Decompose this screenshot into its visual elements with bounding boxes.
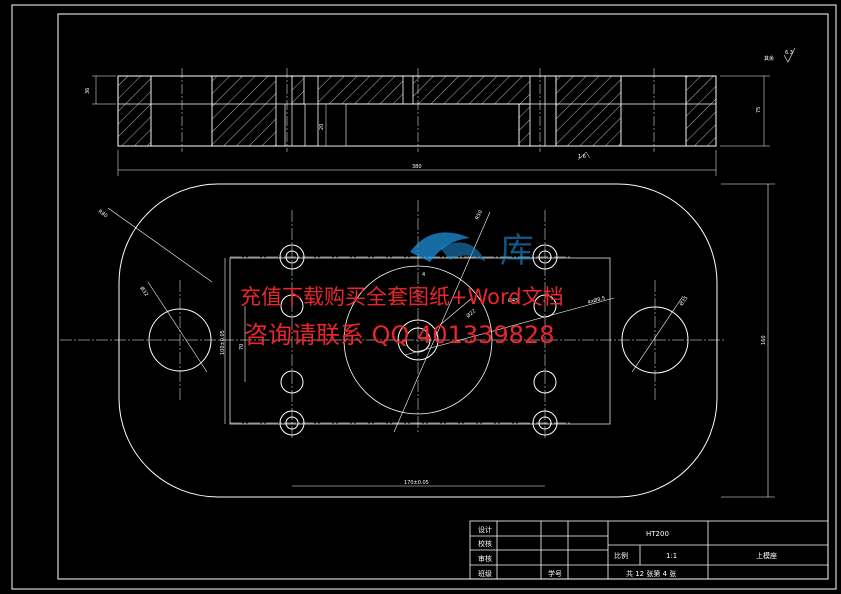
plate-outline <box>118 183 718 498</box>
dim-small-label: 4 <box>422 272 425 278</box>
dim-h-spacing: 170±0.05 <box>404 480 429 486</box>
tb-check-label: 校核 <box>478 539 492 548</box>
dim-right-height: 75 <box>756 107 762 113</box>
surface-finish-note: 其余 6.3 <box>764 47 796 63</box>
watermark-line1: 充值下载购买全套图纸+Word文档 <box>240 285 564 309</box>
section-view: 36 20 75 380 1.6 <box>85 68 770 176</box>
dim-v-mid: 70 <box>239 344 245 350</box>
tb-student-id-label: 学号 <box>548 569 562 578</box>
dim-d-bolt: 4xØ8.5 <box>587 295 606 306</box>
dim-r1: R80 <box>97 209 109 220</box>
dim-d-small: Ø32 <box>138 285 150 297</box>
title-block <box>469 520 829 580</box>
inner-rect <box>229 257 611 425</box>
hatch-right <box>685 75 717 147</box>
hatch-boss-left <box>291 75 305 105</box>
tb-sheet-info: 共 12 张第 4 张 <box>626 569 676 578</box>
surface-finish-icon <box>783 47 796 63</box>
tb-review-label: 审核 <box>478 554 492 563</box>
surface-finish-value: 6.3 <box>785 50 793 56</box>
watermark-logo-char: 库 <box>500 231 534 271</box>
tb-part-name: 上模座 <box>756 551 777 560</box>
plan-center-lines <box>60 200 726 440</box>
inner-border <box>57 13 829 580</box>
hatch-top-right <box>412 75 531 105</box>
tb-scale-value: 1:1 <box>666 552 677 560</box>
plan-view: R80 Ø32 R50 Ø22 Ø45 4xØ8.5 Ø35 100±0.05 … <box>60 183 775 498</box>
dim-d-mid: Ø22 <box>465 308 477 320</box>
dim-v-bolt-spacing: 100±0.05 <box>220 330 226 355</box>
hatch-left <box>117 75 152 147</box>
tb-material: HT200 <box>646 530 669 538</box>
dim-roughness: 1.6 <box>578 154 586 160</box>
outer-border <box>11 4 837 590</box>
watermark-logo-icon <box>410 232 470 262</box>
tb-design-label: 设计 <box>478 525 492 534</box>
dim-pocket-depth: 20 <box>319 124 325 130</box>
watermark-line2: 咨询请联系 QQ 401339828 <box>244 321 554 349</box>
dim-d-center: Ø45 <box>508 297 518 304</box>
dim-total-length: 380 <box>412 164 422 170</box>
tb-scale-label: 比例 <box>614 551 628 560</box>
watermark: 库 充值下载购买全套图纸+Word文档 咨询请联系 QQ 401339828 <box>240 231 564 349</box>
surface-finish-label: 其余 <box>764 55 774 62</box>
dim-d-right: Ø35 <box>678 295 690 307</box>
dim-top-height: 36 <box>85 88 91 94</box>
hatch-left-mid <box>211 75 277 147</box>
hatch-pocket-wall <box>518 103 531 147</box>
dim-r2: R50 <box>474 209 484 220</box>
pocket-inner <box>345 103 520 147</box>
tb-class-label: 班级 <box>478 569 492 578</box>
pocket <box>317 103 520 147</box>
hatch-right-mid <box>555 75 622 147</box>
dim-height-total: 160 <box>761 335 767 345</box>
hatch-top-center <box>317 75 404 105</box>
